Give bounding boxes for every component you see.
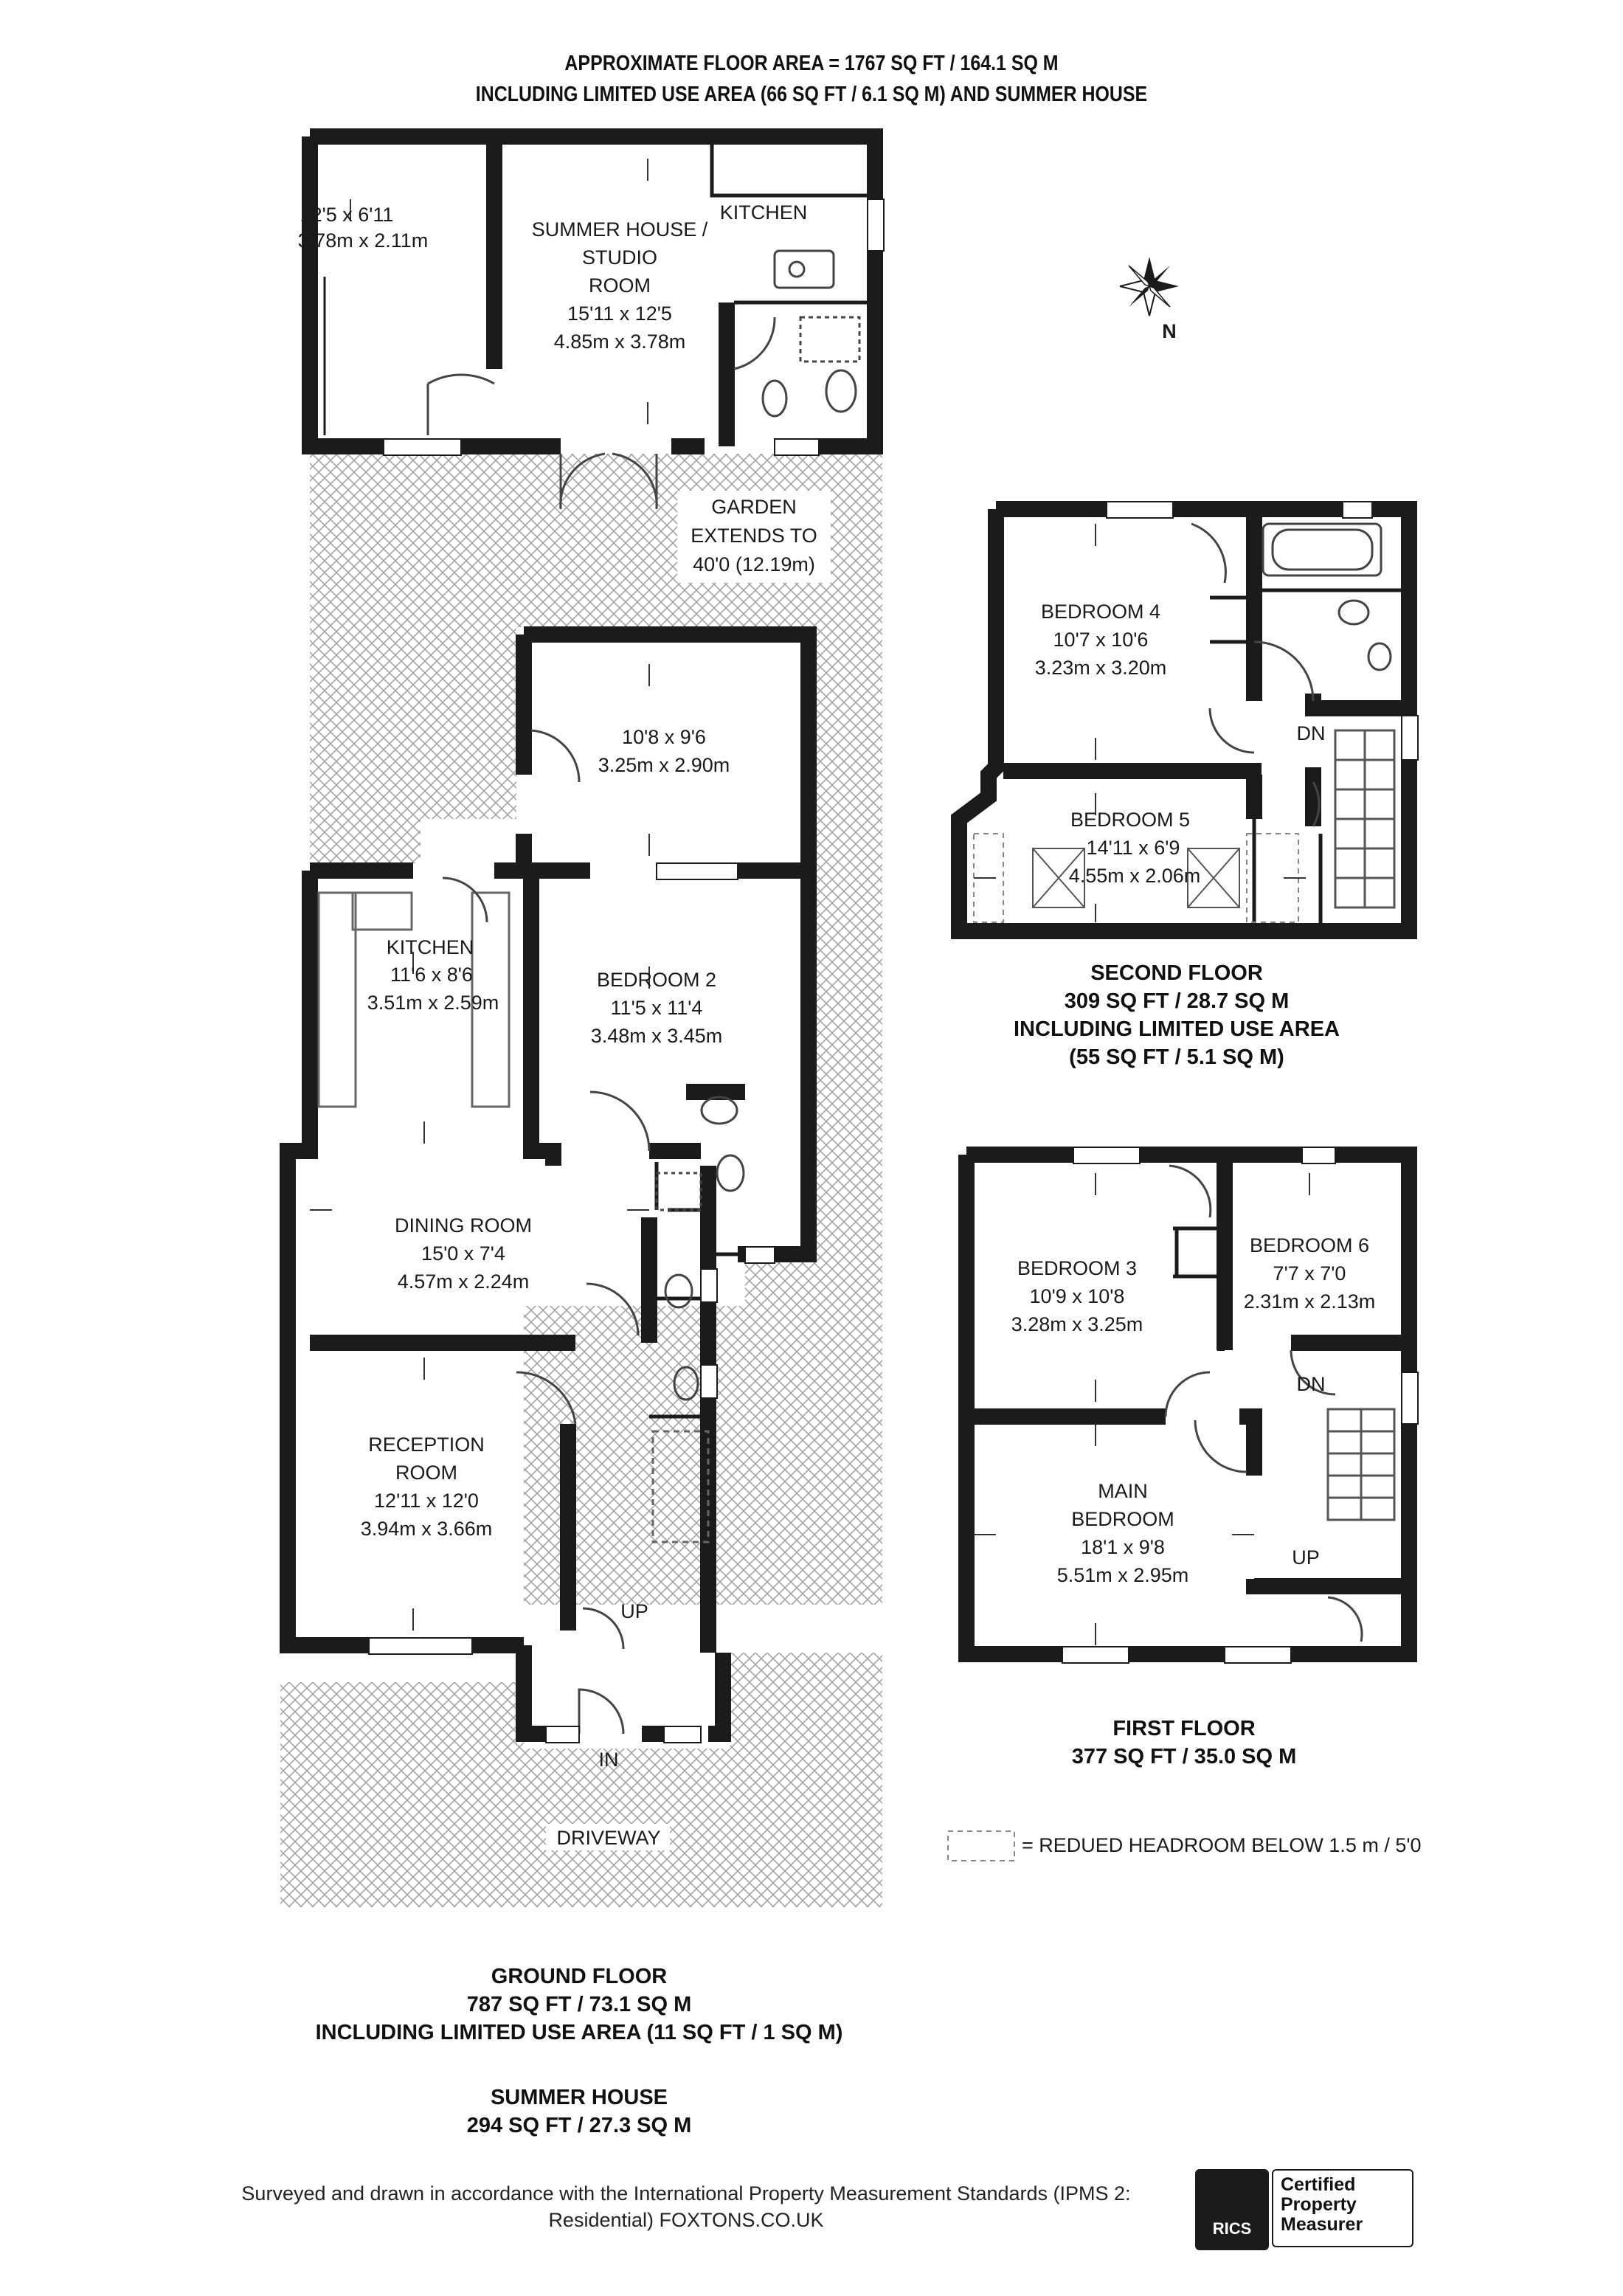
- kitchen-dim2: 3.51m x 2.59m: [367, 992, 499, 1014]
- rics-badge: RICS Certified Property Measurer: [1195, 2169, 1416, 2250]
- garden-name2: EXTENDS TO: [691, 525, 817, 547]
- first-dn-label: DN: [1297, 1373, 1326, 1395]
- summer-store-dim1: 12'5 x 6'11: [300, 204, 394, 226]
- ground-floor-limited: INCLUDING LIMITED USE AREA (11 SQ FT / 1…: [316, 2021, 843, 2044]
- second-dn-label: DN: [1297, 722, 1326, 744]
- dining-dim1: 15'0 x 7'4: [421, 1242, 505, 1265]
- bedroom4-dim2: 3.23m x 3.20m: [1035, 657, 1167, 679]
- dining-dim2: 4.57m x 2.24m: [398, 1270, 530, 1293]
- header-line-2: INCLUDING LIMITED USE AREA (66 SQ FT / 6…: [475, 83, 1148, 106]
- first-up-label: UP: [1292, 1546, 1320, 1569]
- summer-house-name3: ROOM: [589, 274, 651, 297]
- reception-dim1: 12'11 x 12'0: [374, 1490, 479, 1512]
- ground-floor-plan: 12'5 x 6'11 3.78m x 2.11m SUMMER HOUSE /…: [280, 128, 885, 1907]
- rics-line-1: Certified: [1281, 2174, 1356, 2195]
- summer-house-name1: SUMMER HOUSE /: [532, 218, 708, 241]
- kitchen-name: KITCHEN: [387, 936, 474, 958]
- bedroom2-name: BEDROOM 2: [597, 969, 716, 991]
- summer-house-name2: STUDIO: [582, 246, 657, 269]
- rics-line-2: Property: [1281, 2194, 1357, 2215]
- compass-label: N: [1162, 320, 1177, 342]
- reception-name2: ROOM: [395, 1462, 457, 1484]
- bedroom2-dim2: 3.48m x 3.45m: [591, 1025, 723, 1047]
- summer-house-title: SUMMER HOUSE: [491, 2086, 668, 2109]
- dining-name: DINING ROOM: [395, 1214, 532, 1237]
- rear-room-dim2: 3.25m x 2.90m: [598, 754, 730, 776]
- footer-text: Surveyed and drawn in accordance with th…: [170, 2180, 1202, 2233]
- summer-house-dim2: 4.85m x 3.78m: [554, 331, 686, 353]
- bedroom5-dim1: 14'11 x 6'9: [1087, 837, 1180, 859]
- rear-room-dim1: 10'8 x 9'6: [622, 726, 706, 748]
- first-floor-title: FIRST FLOOR: [1112, 1717, 1255, 1740]
- second-floor-plan: BEDROOM 4 10'7 x 10'6 3.23m x 3.20m BEDR…: [951, 501, 1419, 939]
- summer-store-dim2: 3.78m x 2.11m: [298, 229, 429, 252]
- bedroom3-dim1: 10'9 x 10'8: [1030, 1285, 1125, 1307]
- footer-line-1: Surveyed and drawn in accordance with th…: [241, 2182, 1131, 2205]
- rics-line-3: Measurer: [1281, 2214, 1363, 2235]
- bedroom5-dim2: 4.55m x 2.06m: [1069, 865, 1201, 887]
- reception-dim2: 3.94m x 3.66m: [361, 1518, 493, 1540]
- garden-name1: GARDEN: [711, 496, 797, 518]
- bedroom6-dim2: 2.31m x 2.13m: [1244, 1290, 1376, 1313]
- kitchen-dim1: 11'6 x 8'6: [390, 964, 473, 986]
- rics-logo: RICS: [1195, 2169, 1269, 2250]
- first-floor-plan: BEDROOM 3 10'9 x 10'8 3.28m x 3.25m BEDR…: [958, 1147, 1419, 1664]
- reception-name1: RECEPTION: [368, 1434, 485, 1456]
- summer-kitchen-name: KITCHEN: [720, 201, 808, 224]
- legend-swatch: [947, 1830, 1015, 1861]
- second-floor-title: SECOND FLOOR: [1090, 961, 1263, 985]
- bedroom6-dim1: 7'7 x 7'0: [1273, 1262, 1346, 1284]
- summer-house-dim1: 15'11 x 12'5: [567, 302, 672, 325]
- summer-house-area: 294 SQ FT / 27.3 SQ M: [467, 2114, 692, 2137]
- main-bedroom-dim1: 18'1 x 9'8: [1081, 1536, 1165, 1558]
- second-floor-limited: INCLUDING LIMITED USE AREA: [1014, 1017, 1340, 1041]
- header-line-1: APPROXIMATE FLOOR AREA = 1767 SQ FT / 16…: [564, 52, 1059, 75]
- main-bedroom-name1: MAIN: [1098, 1480, 1148, 1502]
- bedroom6-name: BEDROOM 6: [1250, 1234, 1369, 1256]
- bedroom5-name: BEDROOM 5: [1070, 809, 1190, 831]
- bedroom4-dim1: 10'7 x 10'6: [1053, 629, 1149, 651]
- garden-name3: 40'0 (12.19m): [693, 553, 815, 575]
- main-bedroom-dim2: 5.51m x 2.95m: [1057, 1564, 1189, 1586]
- rics-certified-box: Certified Property Measurer: [1272, 2169, 1413, 2247]
- first-floor-area: 377 SQ FT / 35.0 SQ M: [1072, 1745, 1297, 1768]
- ground-floor-title: GROUND FLOOR: [491, 1965, 667, 1988]
- ground-up-label: UP: [620, 1600, 648, 1622]
- footer-line-2: Residential) FOXTONS.CO.UK: [548, 2209, 824, 2231]
- driveway-label: DRIVEWAY: [556, 1827, 660, 1849]
- bedroom4-name: BEDROOM 4: [1041, 601, 1160, 623]
- bedroom3-dim2: 3.28m x 3.25m: [1011, 1313, 1143, 1335]
- compass-icon: [1119, 257, 1179, 317]
- second-floor-limited-area: (55 SQ FT / 5.1 SQ M): [1069, 1045, 1284, 1069]
- main-bedroom-name2: BEDROOM: [1071, 1508, 1174, 1530]
- bedroom2-dim1: 11'5 x 11'4: [611, 997, 703, 1019]
- ground-floor-area: 787 SQ FT / 73.1 SQ M: [467, 1993, 692, 2016]
- bedroom3-name: BEDROOM 3: [1017, 1257, 1137, 1279]
- legend-text: = REDUED HEADROOM BELOW 1.5 m / 5'0: [1022, 1834, 1422, 1856]
- second-floor-area: 309 SQ FT / 28.7 SQ M: [1065, 989, 1290, 1013]
- entrance-label: IN: [599, 1749, 619, 1771]
